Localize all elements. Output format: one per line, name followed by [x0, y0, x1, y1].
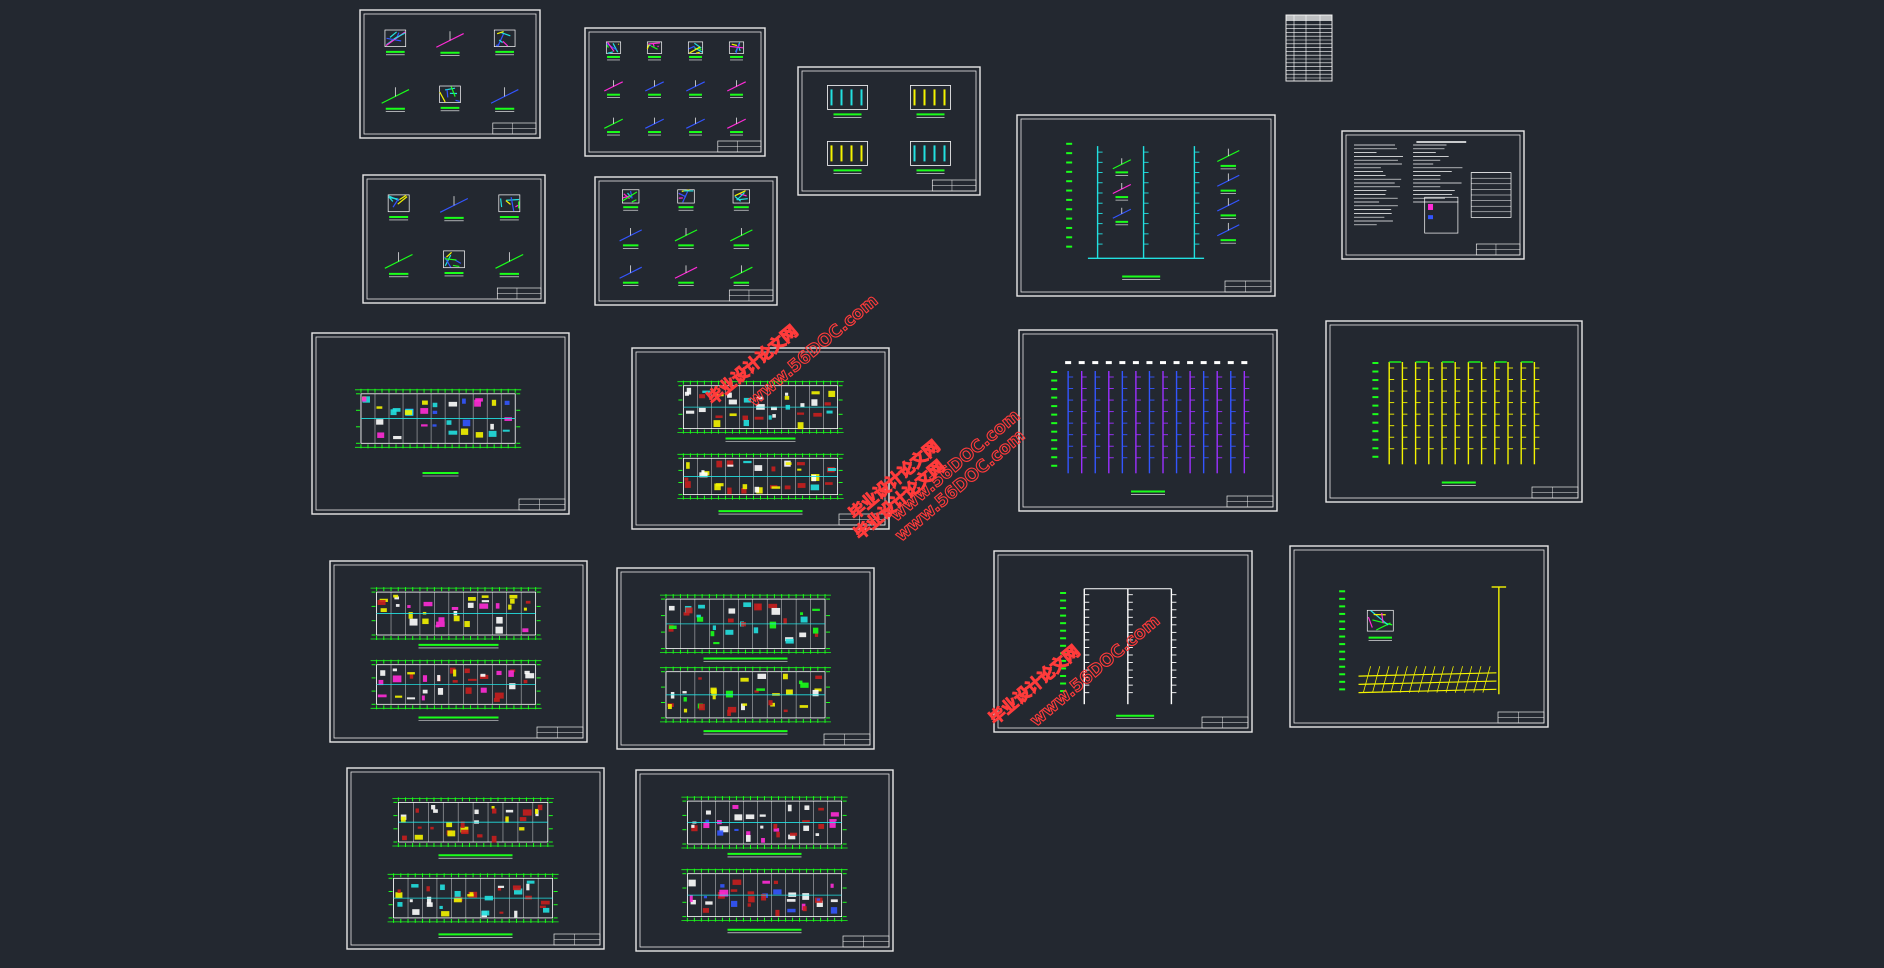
- sheet-plan-ground[interactable]: [311, 332, 570, 515]
- title-block: [536, 726, 584, 739]
- sheet-inner-frame: [350, 771, 601, 946]
- sheet-outer-frame: [1341, 130, 1525, 260]
- sheet-outer-frame: [346, 767, 605, 950]
- sheet-system-sprinkler[interactable]: [1289, 545, 1549, 728]
- title-block: [838, 513, 886, 526]
- sheet-detail-b[interactable]: [584, 27, 766, 157]
- sheet-outer-frame: [616, 567, 875, 750]
- sheet-inner-frame: [588, 31, 762, 153]
- sheet-inner-frame: [363, 13, 537, 135]
- sheet-inner-frame: [639, 773, 890, 948]
- title-block: [823, 733, 871, 746]
- sheet-inner-frame: [801, 70, 977, 192]
- title-block: [931, 179, 977, 192]
- sheet-outer-frame: [797, 66, 981, 196]
- sheet-detail-a[interactable]: [359, 9, 541, 139]
- sheet-system-white[interactable]: [993, 550, 1253, 733]
- sheet-inner-frame: [635, 351, 886, 526]
- title-block: [1497, 711, 1545, 724]
- sheet-inner-frame: [598, 180, 774, 302]
- sheet-outer-frame: [311, 332, 570, 515]
- sheet-outer-frame: [584, 27, 766, 157]
- sheet-detail-c[interactable]: [362, 174, 546, 304]
- sheet-design-notes[interactable]: [1341, 130, 1525, 260]
- sheet-outer-frame: [1325, 320, 1583, 503]
- title-block: [518, 498, 566, 511]
- title-block: [1224, 280, 1272, 293]
- drawing-index-table[interactable]: [1285, 14, 1333, 82]
- title-block: [842, 935, 890, 948]
- title-block: [553, 933, 601, 946]
- title-block: [717, 140, 762, 153]
- title-block: [1201, 716, 1249, 729]
- sheet-inner-frame: [1345, 134, 1521, 256]
- title-block: [728, 289, 774, 302]
- sheet-outer-frame: [993, 550, 1253, 733]
- sheet-outer-frame: [1018, 329, 1278, 512]
- sheet-plan-blue[interactable]: [635, 769, 894, 952]
- sheet-room-detail[interactable]: [797, 66, 981, 196]
- sheet-system-yellow[interactable]: [1325, 320, 1583, 503]
- sheet-outer-frame: [1289, 545, 1549, 728]
- sheet-inner-frame: [997, 554, 1249, 729]
- sheet-plan-green[interactable]: [616, 567, 875, 750]
- sheet-system-cyan[interactable]: [1016, 114, 1276, 297]
- sheet-inner-frame: [1022, 333, 1274, 508]
- drawing-sheets: [311, 9, 1583, 952]
- sheet-inner-frame: [315, 336, 566, 511]
- sheet-outer-frame: [1016, 114, 1276, 297]
- sheet-outer-frame: [359, 9, 541, 139]
- sheet-outer-frame: [362, 174, 546, 304]
- sheet-plan-2f[interactable]: [631, 347, 890, 530]
- sheet-inner-frame: [333, 564, 584, 739]
- sheet-outer-frame: [631, 347, 890, 530]
- title-block: [1475, 243, 1521, 256]
- sheet-system-purple[interactable]: [1018, 329, 1278, 512]
- sheet-inner-frame: [366, 178, 542, 300]
- sheet-inner-frame: [1329, 324, 1579, 499]
- sheet-inner-frame: [620, 571, 871, 746]
- sheet-plan-magenta[interactable]: [329, 560, 588, 743]
- sheet-plan-red[interactable]: [346, 767, 605, 950]
- title-block: [1226, 495, 1274, 508]
- sheet-outer-frame: [635, 769, 894, 952]
- sheet-outer-frame: [329, 560, 588, 743]
- sheet-inner-frame: [1293, 549, 1545, 724]
- sheet-inner-frame: [1020, 118, 1272, 293]
- title-block: [492, 122, 537, 135]
- title-block: [1531, 486, 1579, 499]
- sheet-detail-d[interactable]: [594, 176, 778, 306]
- title-block: [496, 287, 542, 300]
- sheet-outer-frame: [594, 176, 778, 306]
